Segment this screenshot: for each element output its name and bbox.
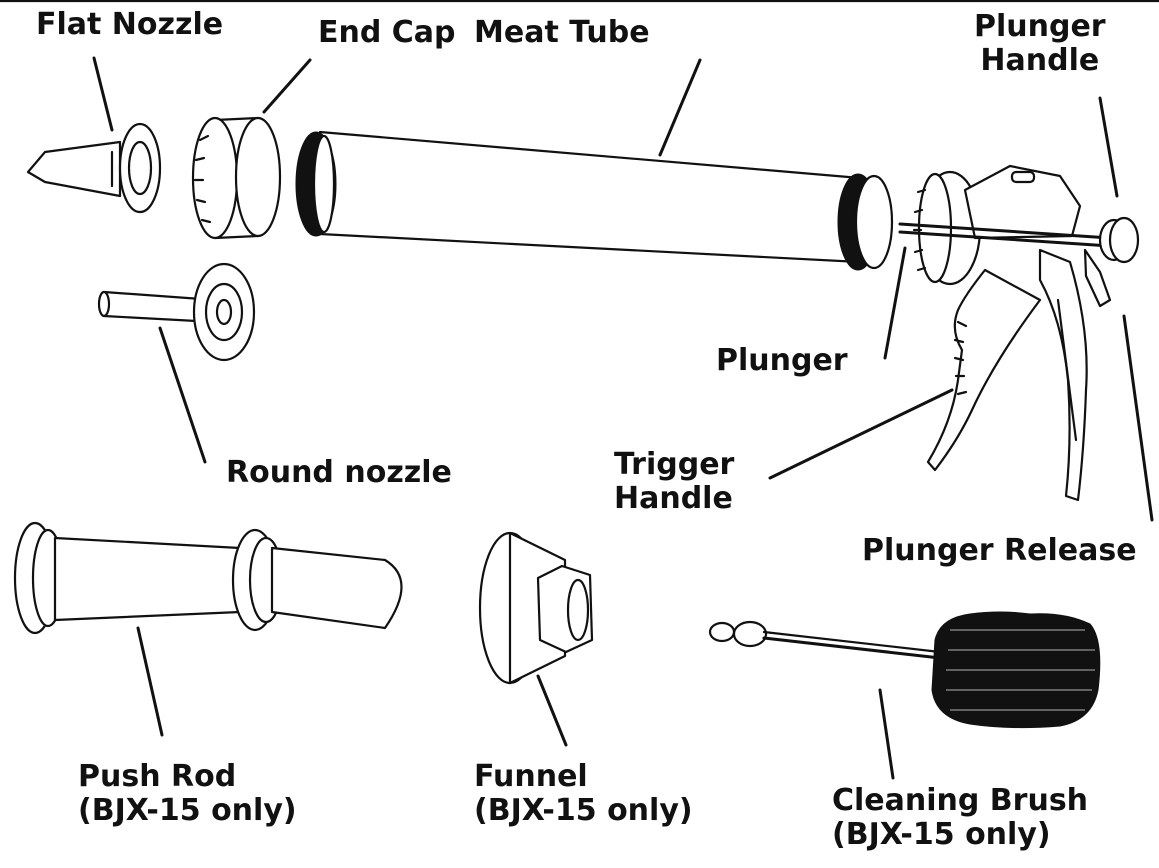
label-push-rod-line2: (BJX-15 only)	[78, 793, 297, 828]
funnel-part	[478, 531, 594, 685]
leader-funnel	[536, 674, 568, 747]
gun-body-part	[898, 164, 1140, 502]
leader-plunger	[883, 246, 907, 360]
cleaning-brush-part	[708, 611, 1101, 729]
label-trigger-handle-line1: Trigger	[614, 447, 735, 482]
label-funnel-line1: Funnel	[474, 759, 588, 794]
leader-plunger-handle	[1098, 96, 1119, 198]
label-plunger-release: Plunger Release	[862, 534, 1137, 568]
label-push-rod: Push Rod (BJX-15 only)	[78, 760, 297, 828]
label-plunger: Plunger	[716, 344, 848, 378]
leader-trigger-handle	[768, 388, 954, 480]
label-trigger-handle-line2: Handle	[614, 481, 733, 516]
round-nozzle-part	[97, 262, 256, 362]
label-meat-tube-text: Meat Tube	[474, 15, 650, 50]
label-cleaning-brush-line2: (BJX-15 only)	[832, 817, 1051, 852]
leader-round-nozzle	[158, 326, 207, 464]
leader-plunger-release	[1122, 314, 1154, 522]
leader-push-rod	[136, 626, 164, 737]
leader-flat-nozzle	[92, 56, 114, 132]
end-cap-part	[191, 116, 282, 240]
label-cleaning-brush-line1: Cleaning Brush	[832, 783, 1089, 818]
flat-nozzle-part	[26, 122, 162, 214]
label-push-rod-line1: Push Rod	[78, 759, 237, 794]
label-cleaning-brush: Cleaning Brush (BJX-15 only)	[832, 784, 1088, 852]
label-flat-nozzle-text: Flat Nozzle	[36, 7, 224, 42]
label-flat-nozzle: Flat Nozzle	[36, 8, 223, 42]
label-end-cap: End Cap	[318, 16, 456, 50]
label-plunger-release-text: Plunger Release	[862, 533, 1137, 568]
label-round-nozzle: Round nozzle	[226, 456, 452, 490]
leader-end-cap	[262, 58, 312, 114]
label-funnel-line2: (BJX-15 only)	[474, 793, 693, 828]
leader-meat-tube	[658, 58, 702, 157]
label-trigger-handle: Trigger Handle	[614, 448, 734, 516]
leader-lines	[92, 56, 1154, 780]
label-plunger-handle-line2: Handle	[980, 43, 1100, 78]
meat-tube-part	[295, 130, 894, 271]
label-meat-tube: Meat Tube	[474, 16, 650, 50]
label-plunger-handle-line1: Plunger	[974, 9, 1106, 44]
label-end-cap-text: End Cap	[318, 15, 456, 50]
label-plunger-handle: Plunger Handle	[974, 10, 1106, 78]
push-rod-part	[13, 521, 403, 635]
label-funnel: Funnel (BJX-15 only)	[474, 760, 693, 828]
label-round-nozzle-text: Round nozzle	[226, 455, 452, 490]
leader-cleaning-brush	[878, 688, 895, 780]
label-plunger-text: Plunger	[716, 343, 848, 378]
